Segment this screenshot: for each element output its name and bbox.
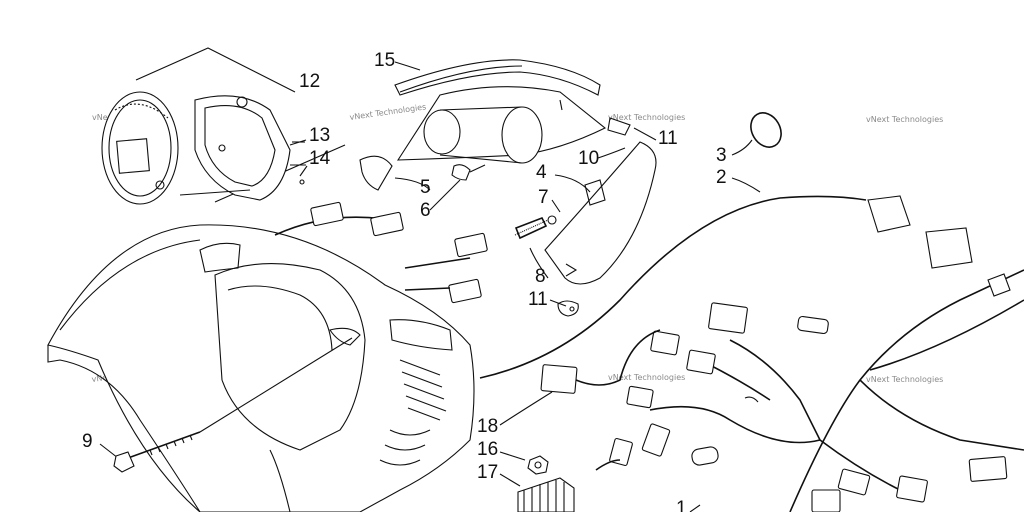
callout-c3: 3 <box>716 145 727 166</box>
callout-c15: 15 <box>374 50 395 71</box>
callout-c11b: 11 <box>528 289 548 310</box>
nut-and-regulator <box>517 455 575 512</box>
callout-c12: 12 <box>299 71 320 92</box>
housing-side <box>514 141 657 317</box>
watermark: vNext Technologies <box>608 113 685 122</box>
callout-c8: 8 <box>535 266 546 287</box>
callout-c10: 10 <box>578 148 599 169</box>
callout-c7: 7 <box>538 187 549 208</box>
callout-leaders <box>99 61 761 512</box>
callout-c16: 16 <box>477 439 498 460</box>
callout-c14: 14 <box>309 148 331 169</box>
watermark: vNext Technologies <box>349 102 427 122</box>
bolt <box>113 337 353 473</box>
headlight-assembly <box>359 59 631 191</box>
callout-c1: 1 <box>676 498 687 512</box>
callout-c2: 2 <box>716 167 727 188</box>
watermark: vNext Technologies <box>866 375 943 384</box>
callout-c6: 6 <box>420 200 431 221</box>
hood <box>47 224 475 512</box>
callout-c9: 9 <box>82 431 93 452</box>
callout-c18: 18 <box>477 416 498 437</box>
callout-c11a: 11 <box>658 128 678 149</box>
callout-c17: 17 <box>477 462 498 483</box>
ring-clip <box>750 112 782 148</box>
callout-c5: 5 <box>420 177 431 198</box>
gauge-assembly <box>101 47 346 205</box>
watermark: vNext Technologies <box>866 115 943 124</box>
wiring-harness <box>274 195 1024 512</box>
callout-c13: 13 <box>309 125 330 146</box>
watermark: vNext Technologies <box>608 373 685 382</box>
callout-c4: 4 <box>536 162 547 183</box>
